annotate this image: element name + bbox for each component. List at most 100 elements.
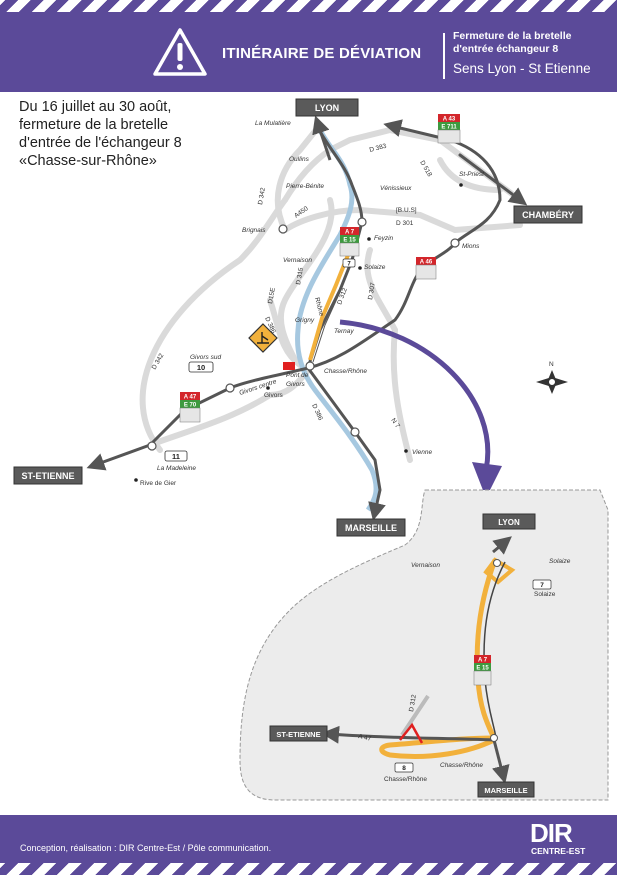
svg-text:A 47: A 47 (358, 733, 373, 743)
svg-text:Chasse/Rhône: Chasse/Rhône (384, 776, 427, 783)
svg-text:Mions: Mions (462, 243, 480, 250)
svg-text:N: N (549, 361, 554, 368)
svg-text:Brignais: Brignais (242, 227, 266, 234)
svg-text:Vienne: Vienne (412, 449, 433, 456)
closure-marker (283, 362, 295, 370)
svg-text:Solaize: Solaize (534, 591, 556, 598)
svg-text:LYON: LYON (315, 103, 339, 113)
svg-text:D 312: D 312 (336, 287, 349, 306)
inset-destination-lyon: LYON (482, 513, 536, 530)
intro-line-1: Du 16 juillet au 30 août, (19, 99, 172, 115)
svg-text:E 15: E 15 (476, 666, 489, 672)
svg-text:N 7: N 7 (389, 417, 401, 430)
svg-text:E 70: E 70 (184, 403, 197, 409)
svg-text:D15E: D15E (267, 286, 277, 304)
svg-text:Rhône: Rhône (313, 297, 325, 318)
dir-logo: DIR (530, 818, 573, 848)
svg-text:Chasse/Rhône: Chasse/Rhône (324, 368, 367, 375)
svg-text:MARSEILLE: MARSEILLE (484, 786, 527, 795)
svg-text:CHAMBÉRY: CHAMBÉRY (522, 210, 574, 220)
svg-text:Chasse/Rhône: Chasse/Rhône (440, 762, 483, 769)
svg-text:D 315: D 315 (295, 267, 305, 286)
zoom-arrowhead (472, 462, 502, 498)
svg-text:Vernaison: Vernaison (283, 257, 312, 264)
svg-text:10: 10 (197, 363, 205, 372)
detour-map: LYON CHAMBÉRY ST-ETIENNE MARSEILLE A 7 E… (13, 98, 609, 801)
inset-labels: Vernaison Solaize D 312 A 47 Chasse/Rhôn… (358, 558, 571, 769)
footer-banner (0, 815, 617, 863)
inset-shield-a7-e15: A 7 E 15 (473, 655, 492, 686)
svg-text:[B.U.S]: [B.U.S] (396, 207, 417, 214)
svg-text:ST-ETIENNE: ST-ETIENNE (21, 471, 74, 481)
intro-line-4: «Chasse-sur-Rhône» (19, 153, 157, 169)
inset-exit-badge-8: 8 Chasse/Rhône (384, 762, 427, 783)
junction-markers (147, 217, 460, 451)
intro-text: Du 16 juillet au 30 août, fermeture de l… (19, 98, 182, 170)
svg-text:Solaize: Solaize (364, 264, 386, 271)
shield-a7-e15: A 7 E 15 (339, 227, 360, 257)
intro-line-3: d'entrée de l'échangeur 8 (19, 135, 182, 151)
page-title: ITINÉRAIRE DE DÉVIATION (222, 45, 422, 62)
destination-chambery: CHAMBÉRY (513, 205, 583, 224)
svg-text:8: 8 (402, 765, 406, 772)
direction-label: Sens Lyon - St Etienne (453, 61, 591, 76)
svg-text:Oullins: Oullins (289, 156, 310, 163)
compass-icon: N (536, 361, 568, 394)
footer-stripe-band (0, 863, 617, 875)
svg-text:A 7: A 7 (345, 230, 355, 236)
place-dots (134, 183, 463, 482)
shield-a47-e70: A 47 E 70 (179, 392, 201, 423)
destination-marseille: MARSEILLE (336, 518, 406, 537)
header-divider (443, 33, 445, 79)
svg-text:D 312: D 312 (408, 694, 418, 713)
rhone-river (295, 128, 379, 512)
svg-text:A 43: A 43 (443, 117, 456, 123)
svg-text:11: 11 (172, 452, 180, 461)
header-banner (0, 12, 617, 92)
svg-text:La Mulatière: La Mulatière (255, 120, 291, 127)
shield-a46: A 46 (415, 257, 437, 280)
credit-text: Conception, réalisation : DIR Centre-Est… (20, 843, 272, 853)
inset-destination-marseille: MARSEILLE (477, 781, 535, 798)
svg-text:Grigny: Grigny (295, 317, 315, 324)
closure-notice: Fermeture de la bretelle d'entrée échang… (453, 30, 571, 56)
shield-a43-e711: A 43 E 711 (437, 114, 461, 144)
svg-text:D 386: D 386 (310, 403, 324, 422)
svg-text:La Madeleine: La Madeleine (157, 465, 196, 472)
svg-text:St-Priest: St-Priest (459, 171, 485, 178)
svg-text:D 301: D 301 (396, 220, 414, 227)
svg-text:A 47: A 47 (184, 395, 197, 401)
svg-text:LYON: LYON (498, 518, 520, 527)
svg-text:Givors: Givors (286, 381, 306, 388)
inset-background (239, 489, 609, 801)
inset-exit-badge-7: 7 Solaize (532, 579, 556, 598)
inset-junction-markers (490, 559, 501, 742)
roadworks-sign-icon (248, 323, 278, 353)
detour-route (308, 254, 350, 361)
svg-text:Givors: Givors (264, 392, 284, 399)
svg-text:A 46: A 46 (420, 260, 433, 266)
svg-text:Givors sud: Givors sud (190, 354, 221, 361)
lyon-arrow (312, 115, 332, 161)
svg-text:Pierre-Bénite: Pierre-Bénite (286, 183, 324, 190)
svg-text:Feyzin: Feyzin (374, 235, 394, 242)
svg-text:D 518: D 518 (418, 160, 433, 179)
zoom-arrow (339, 319, 491, 471)
inset-destination-st-etienne: ST-ETIENNE (269, 725, 328, 742)
svg-text:E 15: E 15 (343, 238, 356, 244)
place-labels: La Mulatière Oullins Pierre-Bénite Brign… (140, 120, 485, 487)
svg-text:Ternay: Ternay (334, 328, 354, 335)
detour-route-side (312, 259, 353, 363)
exit-badge-10: 10 (188, 361, 214, 373)
svg-text:Solaize: Solaize (549, 558, 571, 565)
svg-text:Vernaison: Vernaison (411, 562, 440, 569)
svg-text:7: 7 (347, 262, 351, 268)
warning-icon (153, 28, 207, 76)
destination-lyon: LYON (295, 98, 359, 117)
exit-badge-11: 11 (164, 450, 188, 462)
closure-line-2: d'entrée échangeur 8 (453, 43, 559, 55)
intro-line-2: fermeture de la bretelle (19, 117, 169, 133)
exit-badge-7: 7 (342, 258, 356, 268)
svg-text:D 383: D 383 (369, 143, 388, 154)
closure-line-1: Fermeture de la bretelle (453, 30, 572, 42)
